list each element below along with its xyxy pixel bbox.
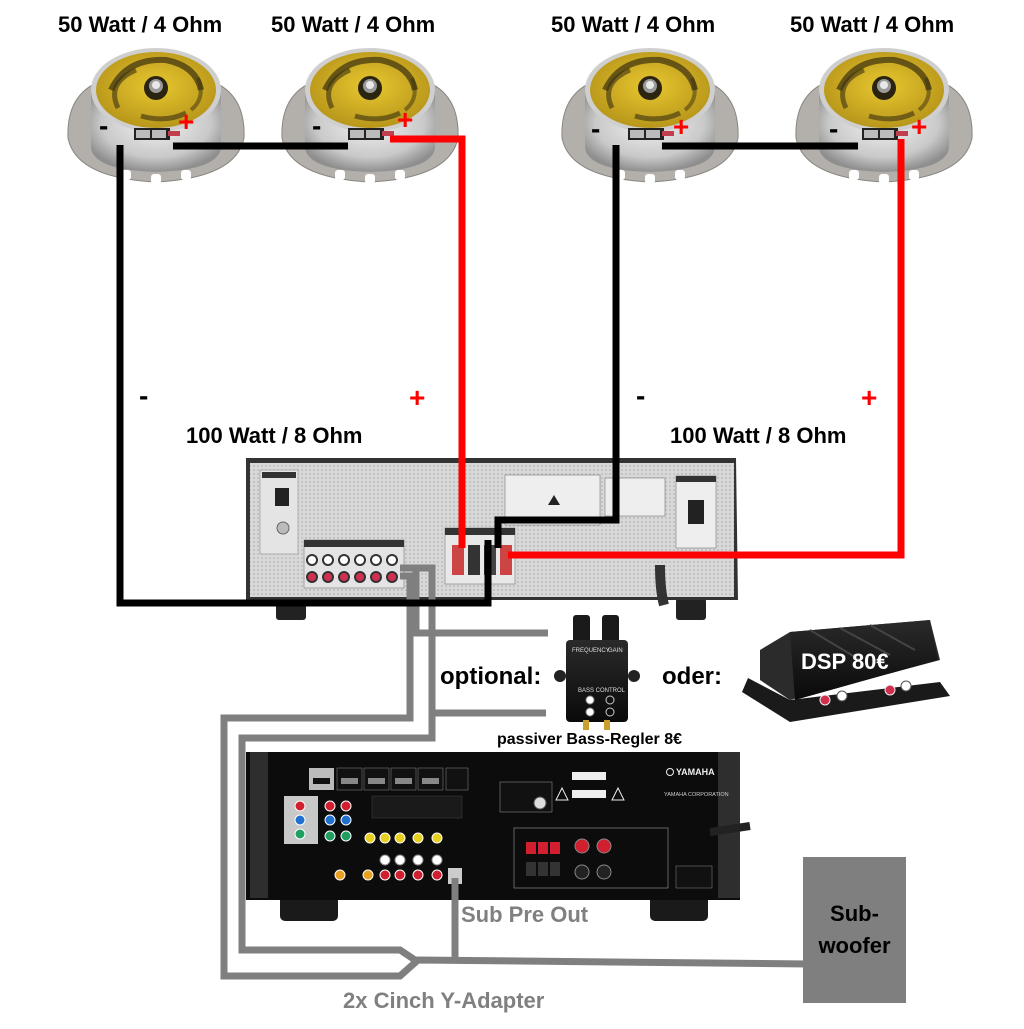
yamaha-logo-icon xyxy=(666,768,674,776)
speaker-wires xyxy=(116,135,905,607)
speaker-2-plus: + xyxy=(397,104,414,135)
gain-label: GAIN xyxy=(608,648,623,654)
speaker-1 xyxy=(68,48,244,184)
y-adapter-label: 2x Cinch Y-Adapter xyxy=(343,988,545,1013)
cable-left-inner xyxy=(238,564,436,965)
speaker-4-minus: - xyxy=(829,113,839,144)
speaker-3 xyxy=(562,48,738,184)
antenna-panel xyxy=(259,469,299,555)
power-cord xyxy=(655,564,669,607)
frequency-knob xyxy=(573,615,590,643)
pair-left-label: 100 Watt / 8 Ohm xyxy=(186,423,363,448)
speaker-2 xyxy=(282,48,458,184)
yamaha-brand: YAMAHA xyxy=(676,767,715,777)
rca-jacks xyxy=(306,554,398,583)
pair-left-minus: - xyxy=(139,380,149,411)
wire-left-negative xyxy=(116,145,492,607)
pair-right-minus: - xyxy=(636,380,646,411)
wire-left-positive xyxy=(390,135,466,548)
stereo-amplifier xyxy=(246,458,738,620)
wire-right-positive xyxy=(508,139,905,559)
component-inputs xyxy=(324,800,352,842)
gain-knob xyxy=(602,615,619,643)
sub-pre-out-label: Sub Pre Out xyxy=(461,902,589,927)
dsp-device xyxy=(742,620,950,722)
speaker-3-label: 50 Watt / 4 Ohm xyxy=(551,12,716,37)
receiver-speaker-terminals xyxy=(513,827,669,889)
bass-control-device: FREQUENCY GAIN BASS CONTROL xyxy=(554,615,640,730)
frequency-label: FREQUENCY xyxy=(572,648,610,654)
speaker-2-label: 50 Watt / 4 Ohm xyxy=(271,12,436,37)
oder-label: oder: xyxy=(662,663,722,690)
optional-label: optional: xyxy=(440,663,542,690)
wire-right-negative xyxy=(494,145,620,548)
bass-control-caption: passiver Bass-Regler 8€ xyxy=(497,731,682,748)
pair-right-plus: + xyxy=(861,382,878,413)
hdmi-ports xyxy=(309,767,469,791)
av-input-jacks xyxy=(334,832,443,881)
speaker-1-minus: - xyxy=(99,110,109,141)
receiver-foot-right xyxy=(650,895,708,921)
pair-left-plus: + xyxy=(409,382,426,413)
bass-control-label: BASS CONTROL xyxy=(578,688,626,694)
subwoofer-label-line2: woofer xyxy=(818,933,891,958)
speaker-1-label: 50 Watt / 4 Ohm xyxy=(58,12,223,37)
yamaha-corporation-label: YAMAHA CORPORATION xyxy=(664,792,729,798)
speaker-4 xyxy=(796,48,972,184)
speaker-3-minus: - xyxy=(591,113,601,144)
receiver-power-cord xyxy=(709,822,751,836)
pair-right-label: 100 Watt / 8 Ohm xyxy=(670,423,847,448)
dsp-label: DSP 80€ xyxy=(801,649,889,674)
speaker-3-plus: + xyxy=(673,111,690,142)
speaker-4-label: 50 Watt / 4 Ohm xyxy=(790,12,955,37)
speaker-4-plus: + xyxy=(911,111,928,142)
speaker-1-plus: + xyxy=(178,106,195,137)
speaker-2-minus: - xyxy=(312,110,322,141)
amp-foot-right xyxy=(676,598,706,620)
subwoofer-label-line1: Sub- xyxy=(830,901,879,926)
av-receiver: YAMAHA YAMAHA CORPORATION xyxy=(246,752,751,921)
receiver-foot-left xyxy=(280,895,338,921)
subwoofer-label: Sub- woofer xyxy=(803,898,906,962)
subwoofer-box xyxy=(803,857,906,1003)
